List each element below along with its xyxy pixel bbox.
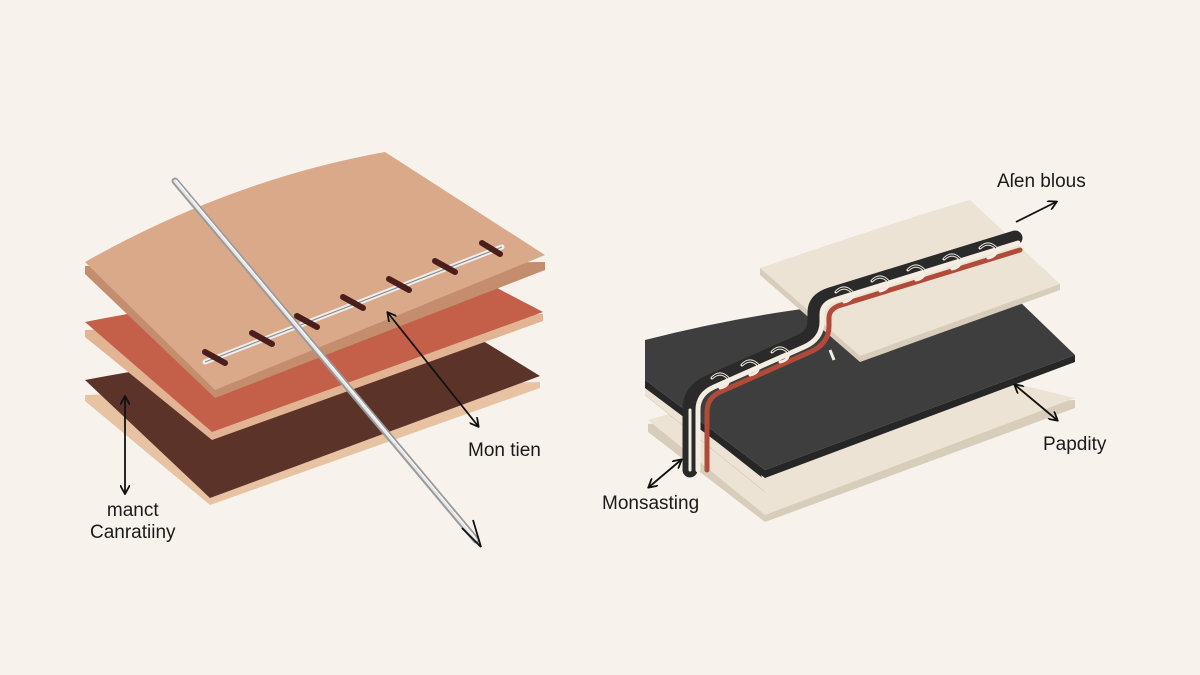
needle-arrow xyxy=(388,313,478,426)
middle-layer-label: Papdity xyxy=(1043,434,1107,455)
thickness-label: manct Canratiiny xyxy=(90,500,176,544)
needle xyxy=(171,177,482,548)
top-layer-label: Aſen blous xyxy=(997,171,1086,192)
needle-label: Mon tien xyxy=(468,440,541,461)
top-arrow xyxy=(1015,202,1056,223)
bottom-arrow xyxy=(649,460,681,487)
right-stacked-layers xyxy=(645,200,1075,522)
bottom-layer-label: Monsasting xyxy=(602,493,700,514)
left-stacked-layers xyxy=(85,152,545,548)
thickness-label-line1: manct xyxy=(106,500,159,521)
thickness-label-line2: Canratiiny xyxy=(90,522,176,543)
binding-strap xyxy=(682,230,1023,478)
middle-arrow xyxy=(1015,385,1057,420)
stitches xyxy=(202,240,503,366)
